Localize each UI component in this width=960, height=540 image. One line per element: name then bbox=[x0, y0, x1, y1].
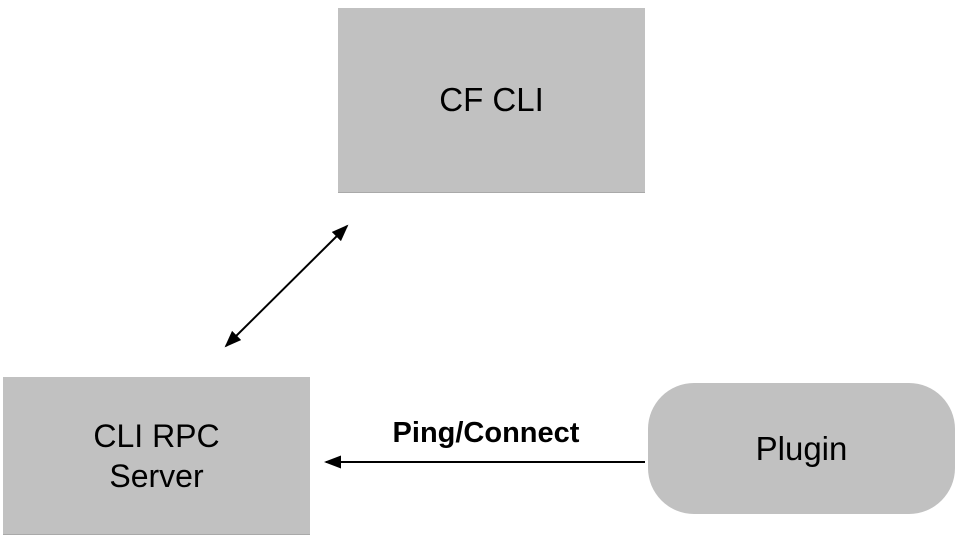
edge-label-ping-connect: Ping/Connect bbox=[392, 417, 580, 449]
double-arrow-rpc-to-cfcli bbox=[224, 224, 349, 348]
node-cf-cli: CF CLI bbox=[338, 8, 645, 192]
node-cf-cli-label: CF CLI bbox=[439, 81, 544, 118]
node-cli-rpc-server: CLI RPC Server bbox=[3, 377, 310, 534]
node-cli-rpc-server-label: CLI RPC Server bbox=[93, 417, 220, 494]
node-plugin: Plugin bbox=[648, 383, 955, 514]
node-plugin-label: Plugin bbox=[755, 429, 848, 467]
